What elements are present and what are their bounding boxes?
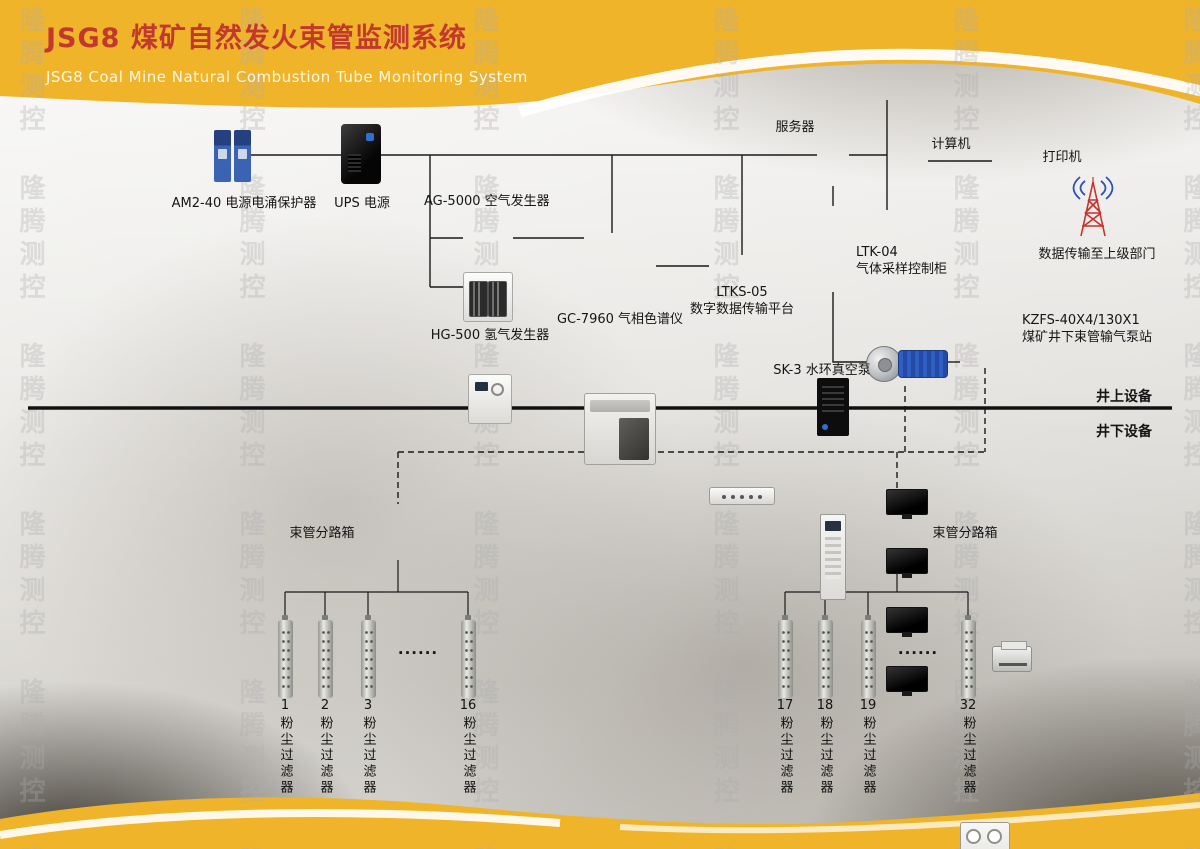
filter-name: 粉尘过滤器 <box>360 716 376 796</box>
data-platform-icon <box>709 487 775 505</box>
filter-name: 粉尘过滤器 <box>460 716 476 796</box>
dust-filter-icon <box>461 615 476 698</box>
ups-label: UPS 电源 <box>334 196 390 211</box>
filter-number: 32 <box>959 698 977 713</box>
underground-equipment-label: 井下设备 <box>1096 424 1152 440</box>
pump-station-label-line1: KZFS-40X4/130X1 <box>1022 313 1140 328</box>
gauge-icon <box>966 829 981 844</box>
hydrogen-generator-icon <box>468 374 512 424</box>
dust-filter-icon <box>318 615 333 698</box>
vacuum-pump-label: SK-3 水环真空泵 <box>773 363 871 378</box>
dust-filter-icon <box>961 615 976 698</box>
page-subtitle: JSG8 Coal Mine Natural Combustion Tube M… <box>46 68 528 86</box>
branch-box-right-label: 束管分路箱 <box>932 526 998 541</box>
dust-filter-label: 3 粉尘过滤器 <box>358 698 378 800</box>
chromatograph-label: GC-7960 气相色谱仪 <box>556 312 684 327</box>
dust-filter-icon <box>278 615 293 698</box>
filter-number: 1 <box>280 698 290 713</box>
dust-filter-label: 18 粉尘过滤器 <box>815 698 835 800</box>
pump-station-icon <box>960 822 1010 849</box>
dust-filter-icon <box>361 615 376 698</box>
dust-filter-label: 17 粉尘过滤器 <box>775 698 795 800</box>
sampling-cabinet-label-line2: 气体采样控制柜 <box>856 262 948 277</box>
filter-number: 17 <box>776 698 794 713</box>
surge-module-icon <box>234 130 251 182</box>
filter-number: 19 <box>859 698 877 713</box>
filter-number: 3 <box>363 698 373 713</box>
dust-filter-label: 2 粉尘过滤器 <box>315 698 335 800</box>
sampling-cabinet-label: LTK-04 气体采样控制柜 <box>856 244 947 278</box>
air-generator-label: AG-5000 空气发生器 <box>424 194 550 209</box>
ups-icon <box>341 124 381 184</box>
computer-monitor-icon <box>886 489 928 519</box>
filter-name: 粉尘过滤器 <box>860 716 876 796</box>
data-platform-label-line2: 数字数据传输平台 <box>689 302 795 317</box>
dust-filter-label: 16 粉尘过滤器 <box>458 698 478 800</box>
surge-protector-label: AM2-40 电源电涌保护器 <box>171 196 317 211</box>
pump-station-label: KZFS-40X4/130X1 煤矿井下束管输气泵站 <box>1022 312 1152 346</box>
page-title: JSG8 煤矿自然发火束管监测系统 <box>46 23 467 54</box>
filter-number: 2 <box>320 698 330 713</box>
filter-name: 粉尘过滤器 <box>277 716 293 796</box>
computer-monitor-icon <box>886 607 928 637</box>
surge-protector-icon <box>214 130 251 182</box>
filter-name: 粉尘过滤器 <box>960 716 976 796</box>
dust-filter-icon <box>861 615 876 698</box>
ellipsis-right: ...... <box>897 640 939 658</box>
air-generator-icon <box>463 272 513 322</box>
dust-filter-label: 19 粉尘过滤器 <box>858 698 878 800</box>
server-icon <box>817 378 849 436</box>
filter-name: 粉尘过滤器 <box>777 716 793 796</box>
dust-filter-label: 32 粉尘过滤器 <box>958 698 978 800</box>
pump-station-label-line2: 煤矿井下束管输气泵站 <box>1022 330 1153 345</box>
hydrogen-generator-label: HG-500 氢气发生器 <box>430 328 550 343</box>
pump-motor <box>898 350 948 378</box>
pump-volute <box>866 346 902 382</box>
computer-monitor-icon <box>886 548 928 578</box>
uplink-label: 数据传输至上级部门 <box>1038 247 1156 262</box>
gauge-icon <box>987 829 1002 844</box>
filter-number: 18 <box>816 698 834 713</box>
computer-label: 计算机 <box>931 137 971 152</box>
gas-chromatograph-icon <box>584 393 656 465</box>
branch-box-left-label: 束管分路箱 <box>289 526 355 541</box>
ellipsis-left: ...... <box>397 640 439 658</box>
surge-module-icon <box>214 130 231 182</box>
data-platform-label-line1: LTKS-05 <box>716 285 768 300</box>
header: JSG8 煤矿自然发火束管监测系统 JSG8 Coal Mine Natural… <box>46 16 528 86</box>
surface-equipment-label: 井上设备 <box>1096 389 1152 405</box>
footer-yellow-band <box>0 793 1200 849</box>
printer-icon <box>992 641 1032 672</box>
filter-name: 粉尘过滤器 <box>817 716 833 796</box>
printer-label: 打印机 <box>1042 150 1082 165</box>
radio-tower-icon <box>1072 176 1114 237</box>
dust-filter-icon <box>778 615 793 698</box>
filter-name: 粉尘过滤器 <box>317 716 333 796</box>
header-yellow-band <box>0 0 1200 118</box>
dust-filter-label: 1 粉尘过滤器 <box>275 698 295 800</box>
data-platform-label: LTKS-05 数字数据传输平台 <box>690 284 794 318</box>
sampling-cabinet-icon <box>820 514 846 600</box>
sampling-cabinet-label-line1: LTK-04 <box>856 245 898 260</box>
dust-filter-icon <box>818 615 833 698</box>
computer-monitor-icon <box>886 666 928 696</box>
server-label: 服务器 <box>775 120 815 135</box>
vacuum-pump-icon <box>866 344 950 384</box>
filter-number: 16 <box>459 698 477 713</box>
